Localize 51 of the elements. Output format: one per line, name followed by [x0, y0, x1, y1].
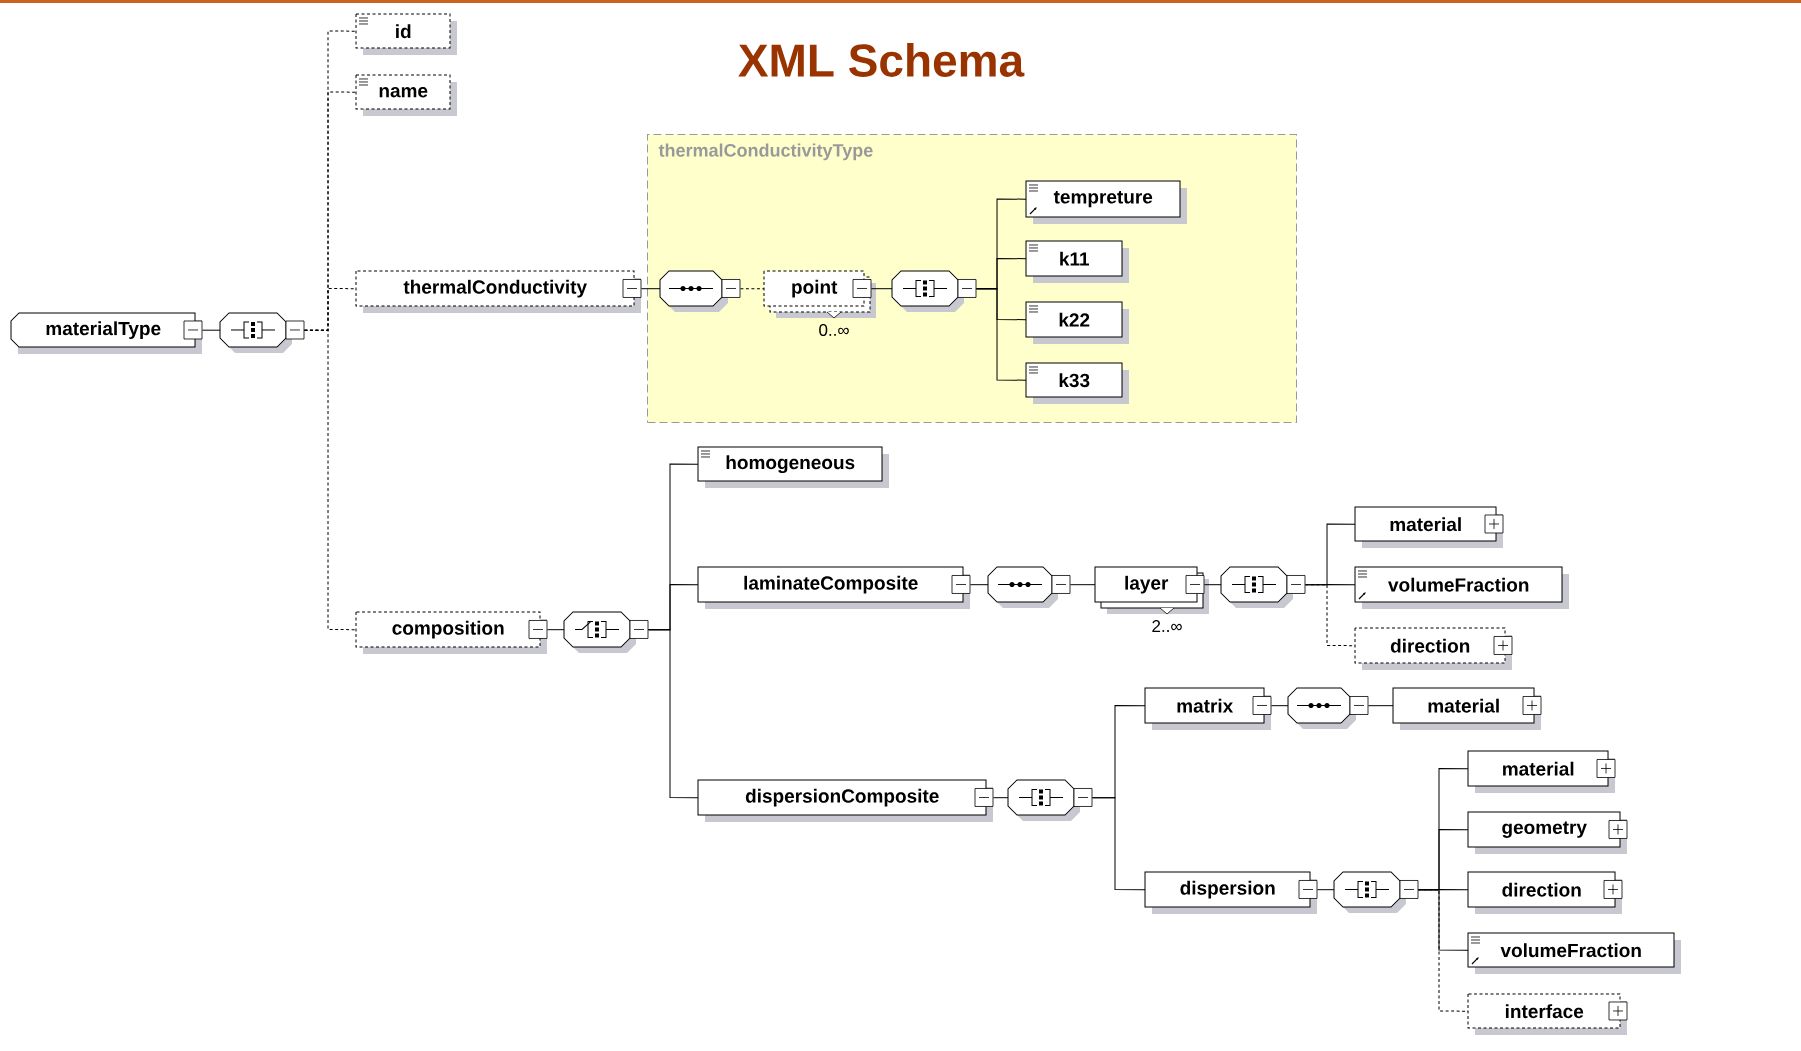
element-box: volumeFraction — [1354, 566, 1569, 609]
compositor-symbol — [891, 270, 977, 312]
connector — [739, 288, 765, 290]
element-box: matrix — [1144, 687, 1272, 730]
element-box: k11 — [1025, 240, 1129, 283]
element-box: materialType — [10, 312, 203, 354]
compositor-symbol — [1007, 779, 1093, 821]
element-box: homogeneous — [697, 446, 889, 488]
compositor-symbol — [659, 270, 741, 312]
connector — [1270, 705, 1289, 707]
element-box: material — [1392, 687, 1542, 730]
optional-element-box: interface — [1467, 993, 1628, 1035]
connector — [969, 584, 989, 586]
title: XML Schema — [738, 43, 1025, 77]
compositor-symbol — [1333, 871, 1419, 913]
element-box: tempreture — [1025, 180, 1187, 224]
connector — [1069, 584, 1096, 586]
optional-element-box: name — [355, 74, 457, 116]
occurrence-range: 0..∞ — [819, 323, 849, 336]
compositor-symbol — [1287, 687, 1369, 729]
compositor-symbol — [987, 566, 1071, 608]
element-box: direction — [1467, 871, 1623, 914]
compositor-symbol — [219, 312, 305, 353]
optional-element-box: thermalConductivity — [355, 270, 642, 313]
connector — [1316, 889, 1335, 891]
element-box: k22 — [1025, 301, 1129, 344]
element-box: geometry — [1467, 811, 1628, 854]
element-box: dispersionComposite — [697, 779, 994, 822]
connector — [647, 629, 699, 799]
connector — [1091, 797, 1146, 891]
connector — [992, 797, 1009, 799]
connector — [1417, 889, 1469, 1012]
connector — [975, 288, 1027, 381]
optional-element-box: composition — [355, 611, 548, 654]
connector — [1367, 705, 1394, 707]
connector — [546, 629, 565, 631]
connector — [201, 329, 221, 331]
compositor-symbol — [563, 611, 649, 653]
connector — [640, 288, 661, 290]
element-box: material — [1467, 750, 1616, 793]
element-box: volumeFraction — [1467, 932, 1681, 974]
element-box: dispersion — [1144, 871, 1318, 914]
occurrence-range: 2..∞ — [1152, 620, 1182, 632]
connector — [1304, 584, 1356, 647]
compositor-symbol — [1220, 566, 1306, 608]
element-box: laminateComposite — [697, 566, 971, 609]
connector — [870, 288, 893, 290]
optional-element-box: direction — [1354, 627, 1513, 670]
element-box: k33 — [1025, 362, 1129, 404]
optional-element-box: id — [355, 13, 457, 55]
element-box: material — [1354, 506, 1504, 548]
